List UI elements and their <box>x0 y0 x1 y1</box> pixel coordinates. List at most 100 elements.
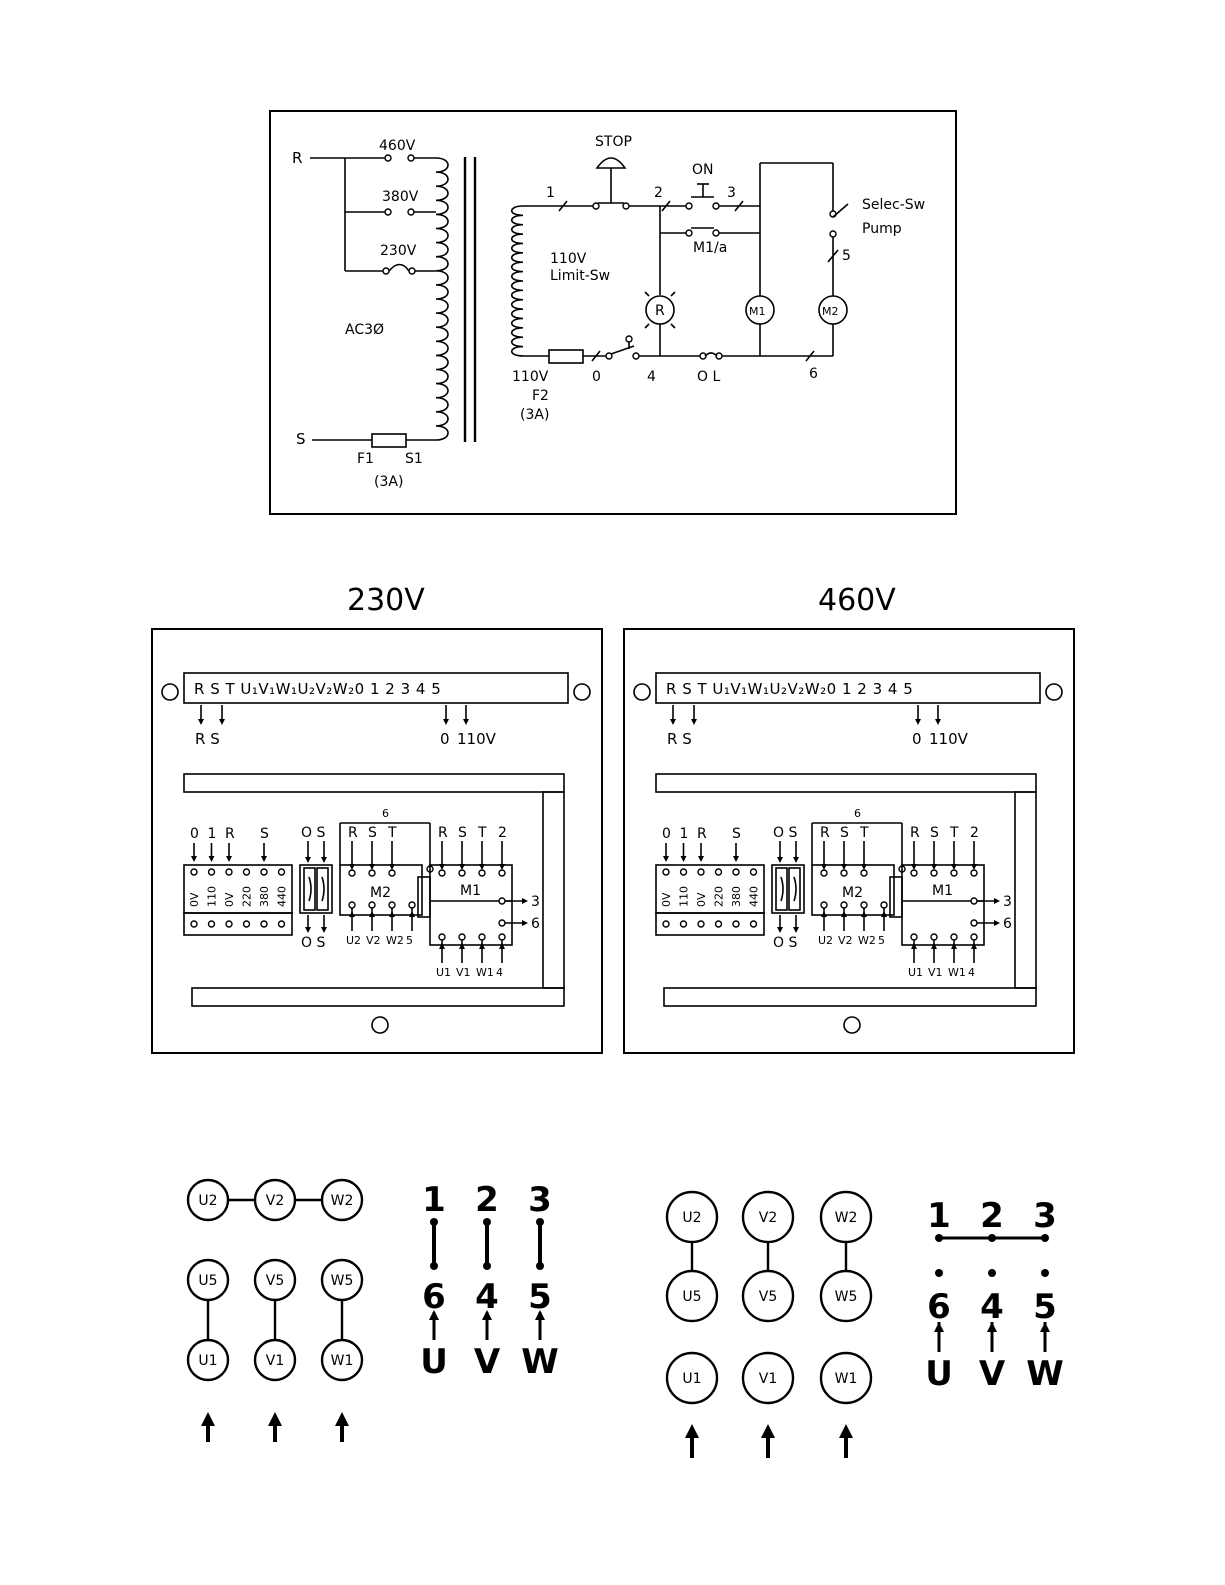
arrow-head <box>935 719 941 725</box>
fuse-f1-label: F1 <box>357 451 374 467</box>
motor-terminal-label: U1 <box>198 1353 217 1369</box>
m1a-label: M1/a <box>693 240 727 256</box>
arrow-head <box>198 719 204 725</box>
selector-switch-label: Selec-Sw <box>862 197 925 213</box>
m1-bottom-label: 4 <box>496 966 503 979</box>
mount-hole <box>843 1016 861 1034</box>
arrow-head <box>698 856 704 862</box>
secondary-voltage-label-b: 110V <box>512 369 549 385</box>
wire-6-label: 6 <box>809 366 818 382</box>
lamp-r-label: R <box>655 303 665 319</box>
terminal-screw <box>930 869 938 877</box>
terminal-screw <box>840 901 848 909</box>
contactor-m1 <box>901 864 985 946</box>
terminal-screw <box>207 868 216 876</box>
arrow-head <box>463 719 469 725</box>
terminal-screw <box>478 869 486 877</box>
terminal-screw <box>732 868 740 876</box>
motor-terminal-circle <box>253 1178 297 1222</box>
transformer-input-label: S <box>732 826 741 842</box>
limit-switch-label: Limit-Sw <box>550 268 610 284</box>
motor-terminal-circle <box>320 1178 364 1222</box>
transformer-tap-label: 0V <box>223 892 236 907</box>
wire-duct-bottom <box>663 987 1037 1007</box>
m1-top-label: 2 <box>970 825 979 841</box>
arrow-head <box>321 927 327 933</box>
terminal-top-number: 2 <box>980 1196 1004 1236</box>
transformer-input-label: 1 <box>208 826 217 842</box>
wire-duct-bottom <box>191 987 565 1007</box>
contactor-m1 <box>429 864 513 946</box>
m1-bottom-label: 4 <box>968 966 975 979</box>
motor-terminal-circle <box>819 1351 873 1405</box>
ac3-label: AC3Ø <box>345 322 384 338</box>
tap-230-label: 230V <box>380 243 417 259</box>
fuse-f2-rating: (3A) <box>520 407 549 423</box>
primary-coil <box>435 157 449 441</box>
terminal-screw <box>860 869 868 877</box>
terminal-screw <box>388 901 396 909</box>
terminal-screw <box>438 933 446 941</box>
terminal-screw <box>880 901 888 909</box>
transformer-input-label: R <box>225 826 235 842</box>
terminal-screw <box>950 869 958 877</box>
mount-hole <box>1045 683 1063 701</box>
mount-hole <box>371 1016 389 1034</box>
motor-terminal-circle <box>741 1351 795 1405</box>
output-rs-label: R S <box>667 730 692 748</box>
arrow-head <box>305 857 311 863</box>
output-rs-label: R S <box>195 730 220 748</box>
fuse-f1-rating: (3A) <box>374 474 403 490</box>
terminal-screw <box>458 869 466 877</box>
m1-bottom-label: V1 <box>456 966 471 979</box>
output-0-label: 0 <box>912 730 922 748</box>
arrow-head <box>305 927 311 933</box>
arrow-head <box>931 864 937 870</box>
terminal-screw <box>498 869 506 877</box>
arrow-head <box>369 864 375 870</box>
motor-terminal-label: V5 <box>266 1273 284 1289</box>
terminal-top-number: 1 <box>927 1196 951 1236</box>
motor-terminal-label: U2 <box>682 1210 701 1226</box>
terminal-screw <box>458 933 466 941</box>
terminal-screw <box>910 869 918 877</box>
m2-bottom-label: U2 <box>818 934 833 947</box>
motor-terminal-circle <box>186 1178 230 1222</box>
m2-bottom-label: V2 <box>838 934 853 947</box>
fuse-top-labels: O S <box>773 825 797 841</box>
motor-terminal-label: V2 <box>759 1210 777 1226</box>
wire-6-bridge-label: 6 <box>854 807 861 820</box>
supply-arrow-head <box>839 1424 853 1438</box>
arrow-head <box>861 864 867 870</box>
arrow-head <box>971 864 977 870</box>
arrow-head <box>670 719 676 725</box>
terminal-phase-letter: W <box>1026 1354 1064 1394</box>
terminal-screw <box>207 920 216 928</box>
transformer-tap-label: 380 <box>258 886 271 907</box>
m1-side-label: 6 <box>531 916 540 932</box>
arrow-head <box>479 864 485 870</box>
contactor-m2-label: M2 <box>370 885 391 901</box>
terminal-mid-number: 4 <box>475 1277 499 1317</box>
terminal-screw <box>408 901 416 909</box>
arrow-head <box>261 856 267 862</box>
transformer-input-label: 1 <box>680 826 689 842</box>
motor-terminal-label: W5 <box>331 1273 354 1289</box>
m1-bottom-label: U1 <box>436 966 451 979</box>
m2-top-label: S <box>840 825 849 841</box>
m2-bottom-label: W2 <box>386 934 404 947</box>
terminal-screw <box>820 869 828 877</box>
terminal-screw <box>242 868 251 876</box>
arrow-head <box>321 857 327 863</box>
mount-hole <box>573 683 591 701</box>
terminal-top-number: 3 <box>528 1180 552 1220</box>
tap-460-label: 460V <box>379 138 416 154</box>
m1-top-label: R <box>438 825 448 841</box>
secondary-coil <box>510 205 524 357</box>
output-110v-label: 110V <box>457 730 497 748</box>
m2-bottom-label: 5 <box>406 934 413 947</box>
schematic-frame <box>269 110 957 515</box>
